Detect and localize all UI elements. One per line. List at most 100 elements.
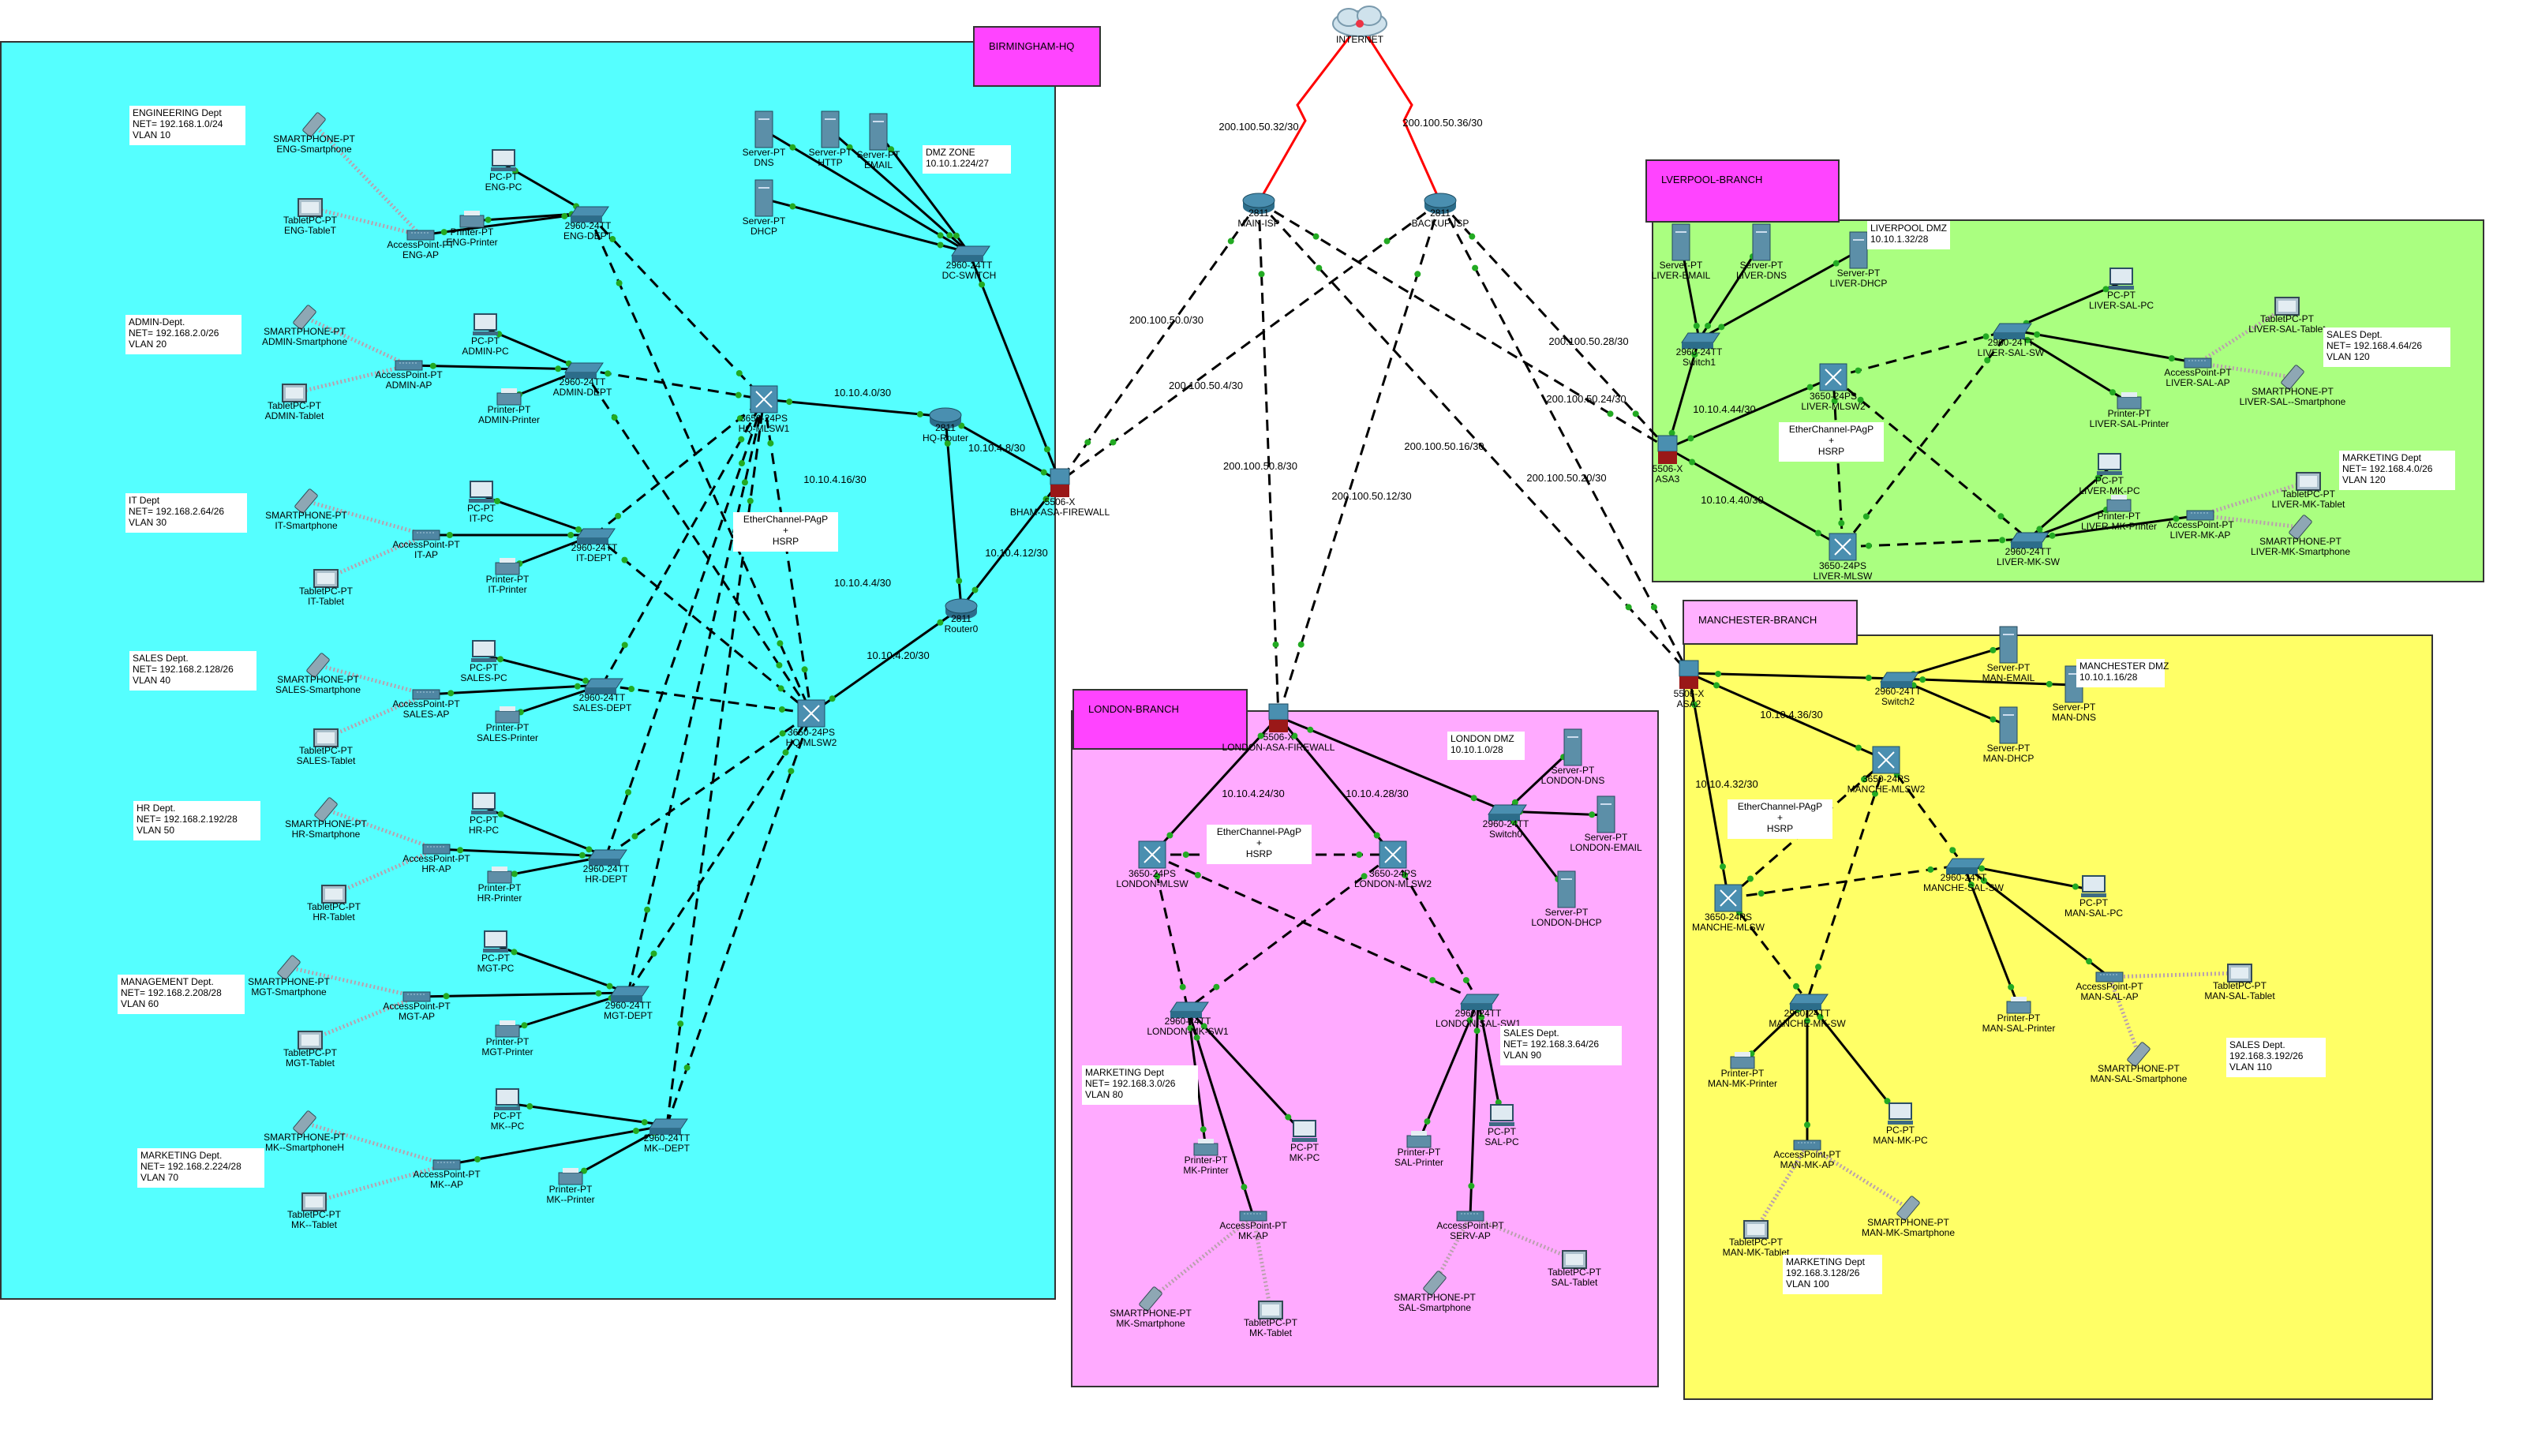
cloud-inet[interactable]: INTERNET	[1332, 6, 1387, 45]
